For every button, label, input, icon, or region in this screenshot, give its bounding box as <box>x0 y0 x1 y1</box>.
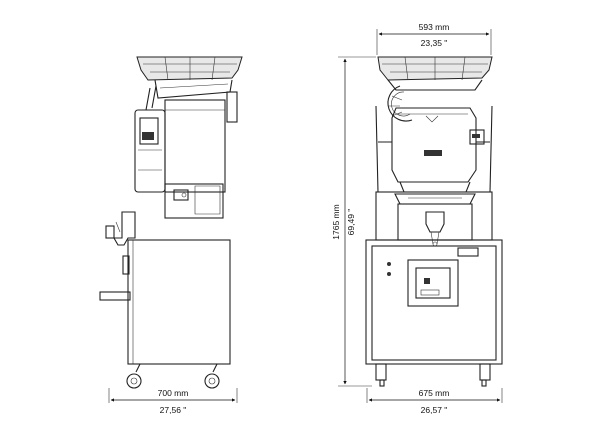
front-width-metric: 675 mm <box>419 388 450 398</box>
top-width-metric: 593 mm <box>419 22 450 32</box>
side-width-metric: 700 mm <box>158 388 189 398</box>
side-width-imperial: 27,56 " <box>160 405 187 415</box>
front-width-imperial: 26,57 " <box>421 405 448 415</box>
height-dimension: 1765 mm 69,49 " <box>331 56 376 387</box>
side-width-dimension: 700 mm 27,56 " <box>108 388 238 415</box>
front-view <box>365 56 503 387</box>
height-imperial: 69,49 " <box>346 209 356 236</box>
side-view <box>99 56 243 389</box>
height-metric: 1765 mm <box>331 204 341 239</box>
top-width-dimension: 593 mm 23,35 " <box>376 22 492 55</box>
top-width-imperial: 23,35 " <box>421 38 448 48</box>
front-width-dimension: 675 mm 26,57 " <box>366 388 503 415</box>
